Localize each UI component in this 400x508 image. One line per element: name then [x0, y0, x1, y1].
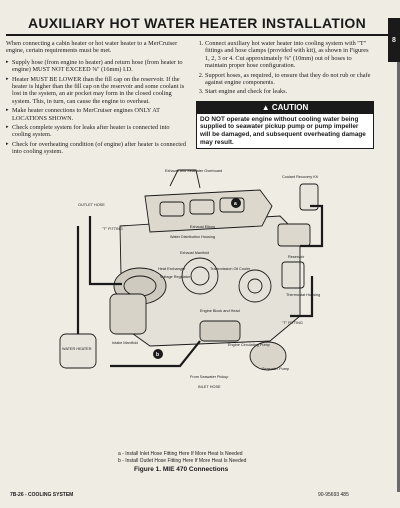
figure-caption: Figure 1. MIE 470 Connections — [134, 466, 229, 473]
callout-a-marker — [231, 198, 241, 208]
label-t-fitting-left: "T" FITTING — [102, 227, 123, 231]
warning-triangle-icon: ▲ — [261, 102, 270, 112]
label-from-seawater: From Seawater Pickup — [190, 375, 228, 379]
requirement-item: Supply hose (from engine to heater) and … — [6, 59, 188, 74]
callout-b-marker — [153, 349, 163, 359]
label-seawater-pump: Seawater Pump — [262, 367, 289, 371]
label-coolant-recovery: Coolant Recovery Kit — [282, 175, 319, 179]
requirement-item: Make heater connections to MerCruiser en… — [6, 107, 188, 122]
footer-section: 7B-26 - COOLING SYSTEM — [10, 492, 74, 498]
requirement-item: Check complete system for leaks after he… — [6, 124, 188, 139]
figure-note-b: b - Install Outlet Hose Fitting Here If … — [118, 457, 247, 464]
label-engine-block: Engine Block and Head — [200, 309, 240, 313]
caution-text: DO NOT operate engine without cooling wa… — [200, 115, 366, 146]
caution-heading: CAUTION — [271, 102, 309, 112]
engine-cooling-diagram: a b Exhaust and Seawater Overboard Coola… — [59, 169, 324, 389]
installation-steps: Connect auxiliary hot water heater into … — [196, 40, 374, 96]
section-tab: 8 — [388, 18, 400, 62]
label-water-heater: WATER HEATER — [62, 347, 92, 351]
label-inlet-hose: INLET HOSE — [198, 385, 221, 389]
label-thermostat: Thermostat Housing — [286, 293, 320, 297]
right-column: Connect auxiliary hot water heater into … — [196, 40, 374, 150]
figure-note-a: a - Install Inlet Hose Fitting Here If M… — [118, 451, 243, 457]
figure-notes: a - Install Inlet Hose Fitting Here If M… — [118, 451, 246, 464]
label-heat-exchanger: Heat Exchanger — [158, 267, 186, 271]
step-item: Support hoses, as required, to ensure th… — [205, 72, 374, 87]
caution-header: ▲ CAUTION — [197, 101, 373, 114]
requirement-item: Check for overheating condition (of engi… — [6, 141, 188, 156]
label-reservoir: Reservoir — [288, 255, 305, 259]
page-title: AUXILIARY HOT WATER HEATER INSTALLATION — [6, 12, 388, 36]
left-column: When connecting a cabin heater or hot wa… — [6, 40, 188, 158]
intro-paragraph: When connecting a cabin heater or hot wa… — [6, 40, 178, 55]
step-item: Start engine and check for leaks. — [205, 88, 374, 95]
label-outlet-hose: OUTLET HOSE — [78, 203, 105, 207]
section-tab-label: 8 — [392, 36, 396, 44]
label-t-fitting-right: "T" FITTING — [282, 321, 303, 325]
requirement-item: Heater MUST BE LOWER than the fill cap o… — [6, 76, 188, 106]
label-voltage-regulator: Voltage Regulator — [160, 275, 191, 279]
label-exhaust-elbow: Exhaust Elbow — [190, 225, 215, 229]
water-heater-illustration — [59, 333, 97, 369]
label-transmission-cooler: Transmission Oil Cooler — [210, 267, 251, 271]
footer-part-number: 90-95693 485 — [318, 492, 349, 498]
step-item: Connect auxiliary hot water heater into … — [205, 40, 374, 70]
page-edge-strip — [397, 62, 400, 492]
label-water-distribution: Water Distribution Housing — [170, 235, 215, 239]
label-exhaust-manifold: Exhaust Manifold — [180, 251, 209, 255]
requirements-list: Supply hose (from engine to heater) and … — [6, 59, 188, 156]
label-exhaust-overboard: Exhaust and Seawater Overboard — [165, 169, 222, 173]
engine-illustration — [109, 169, 319, 371]
caution-box: ▲ CAUTION DO NOT operate engine without … — [196, 100, 374, 150]
callout-b: b — [156, 352, 159, 358]
label-intake-manifold: Intake Manifold — [112, 341, 138, 345]
callout-a: a — [234, 201, 237, 207]
label-circulating-pump: Engine Circulating Pump — [228, 343, 270, 347]
